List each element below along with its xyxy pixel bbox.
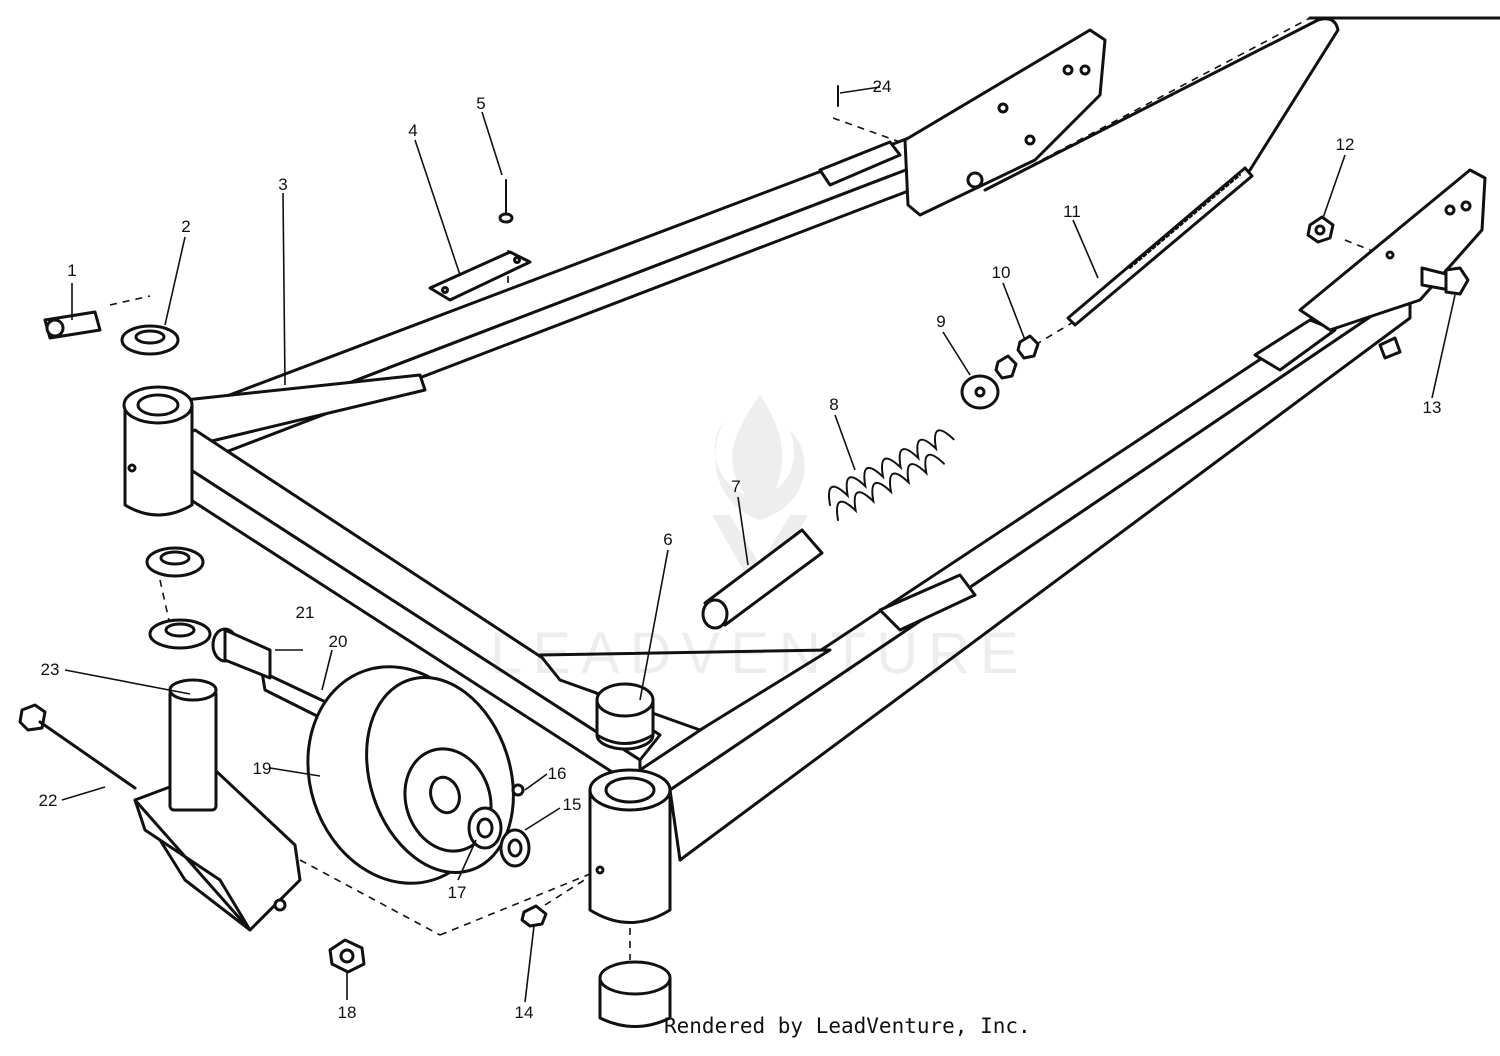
callout-4: 4 xyxy=(408,121,417,140)
screw-14 xyxy=(520,904,548,928)
frame-mount-plate-right xyxy=(1298,168,1487,360)
spacer-21 xyxy=(211,627,272,680)
watermark-logo xyxy=(712,395,808,600)
bolt-22 xyxy=(18,703,137,790)
rod-bend xyxy=(983,17,1340,192)
bushing-bottom xyxy=(598,960,672,1028)
callout-numbers: 1 2 3 4 5 6 7 8 9 10 11 12 13 14 15 16 1… xyxy=(39,77,1442,1022)
callout-14: 14 xyxy=(515,1003,534,1022)
bushing-17 xyxy=(467,806,503,850)
callout-leaders xyxy=(61,86,1456,1003)
pivot-tube-left xyxy=(122,385,194,517)
washer-15 xyxy=(499,828,531,868)
callout-5: 5 xyxy=(476,94,485,113)
callout-10: 10 xyxy=(992,263,1011,282)
spring-8 xyxy=(828,429,955,521)
bolt-13 xyxy=(1420,266,1470,296)
callout-13: 13 xyxy=(1423,398,1442,417)
frame-gusset xyxy=(538,648,832,732)
bushing-6 xyxy=(595,682,655,751)
callout-17: 17 xyxy=(448,883,467,902)
tube-7 xyxy=(701,528,824,630)
callout-9: 9 xyxy=(936,312,945,331)
callout-3: 3 xyxy=(278,175,287,194)
callout-19: 19 xyxy=(253,759,272,778)
fitting-16 xyxy=(511,783,525,797)
callout-2: 2 xyxy=(181,217,190,236)
callout-1: 1 xyxy=(67,261,76,280)
caster-yoke xyxy=(133,678,302,932)
callout-16: 16 xyxy=(548,764,567,783)
callout-6: 6 xyxy=(663,530,672,549)
screw-5 xyxy=(498,179,514,224)
callout-8: 8 xyxy=(829,395,838,414)
nuts-10 xyxy=(994,334,1040,380)
nut-18 xyxy=(328,938,366,974)
callout-12: 12 xyxy=(1336,135,1355,154)
clip-pin-1 xyxy=(43,310,102,340)
credit-line: Rendered by LeadVenture, Inc. xyxy=(664,1014,1031,1038)
callout-23: 23 xyxy=(41,660,60,679)
nut-12 xyxy=(1306,215,1335,244)
washers-left xyxy=(120,324,212,650)
callout-20: 20 xyxy=(329,632,348,651)
rod-11 xyxy=(1066,16,1500,327)
callout-18: 18 xyxy=(338,1003,357,1022)
watermark-text: LEADVENTURE xyxy=(490,621,1029,686)
pivot-tube-right xyxy=(588,768,672,924)
plate-4 xyxy=(428,250,532,302)
callout-22: 22 xyxy=(39,791,58,810)
washer-9 xyxy=(960,374,1000,410)
callout-15: 15 xyxy=(563,795,582,814)
callout-24: 24 xyxy=(873,77,892,96)
frame-mount-plate-left xyxy=(903,28,1107,217)
callout-7: 7 xyxy=(731,477,740,496)
callout-11: 11 xyxy=(1063,202,1081,221)
callout-21: 21 xyxy=(296,603,315,622)
